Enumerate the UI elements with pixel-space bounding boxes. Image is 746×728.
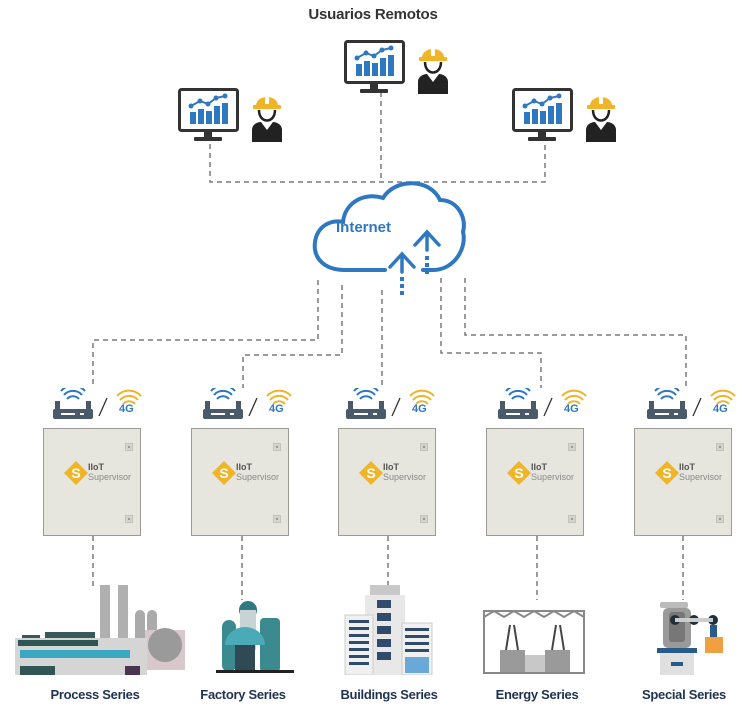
series-label-factory: Factory Series xyxy=(200,687,286,702)
iiot-supervisor-cabinet-process: IIoT Supervisor xyxy=(43,428,141,536)
users-bus-line xyxy=(209,135,546,183)
iiot-supervisor-cabinet-factory: IIoT Supervisor xyxy=(191,428,289,536)
monitor-chart-icon xyxy=(512,88,573,143)
monitor-chart-icon xyxy=(344,40,405,95)
line-special xyxy=(464,278,687,388)
line-energy xyxy=(440,278,542,388)
cellular-signal-icon xyxy=(710,389,736,405)
buildings-icon xyxy=(344,585,433,675)
remote-user-center xyxy=(344,40,450,95)
iiot-supervisor-cabinet-buildings: IIoT Supervisor xyxy=(338,428,436,536)
router-icon xyxy=(497,384,539,420)
router-icon xyxy=(52,384,94,420)
cellular-4g-label: 4G xyxy=(412,403,427,415)
iiot-supervisor-logo-icon xyxy=(655,461,679,485)
cellular-signal-icon xyxy=(561,389,587,405)
internet-label: Internet xyxy=(336,219,392,236)
cellular-signal-icon xyxy=(266,389,292,405)
iiot-supervisor-cabinet-special: IIoT Supervisor xyxy=(634,428,732,536)
iiot-supervisor-cabinet-energy: IIoT Supervisor xyxy=(486,428,584,536)
line-process xyxy=(92,280,319,388)
special-robot-icon xyxy=(657,602,723,675)
router-icon xyxy=(202,384,244,420)
monitor-chart-icon xyxy=(178,88,239,143)
router-icon xyxy=(646,384,688,420)
cellular-signal-icon xyxy=(116,389,142,405)
worker-icon xyxy=(416,45,450,95)
router-icon xyxy=(345,384,387,420)
iiot-supervisor-logo-icon xyxy=(507,461,531,485)
worker-icon xyxy=(250,93,284,143)
factory-tanks-icon xyxy=(216,601,294,673)
cellular-4g-label: 4G xyxy=(119,403,134,415)
diagram-title: Usuarios Remotos xyxy=(308,6,438,23)
connectivity-factory: 4G xyxy=(202,384,302,420)
connectivity-buildings: 4G xyxy=(345,384,445,420)
process-plant-icon xyxy=(15,585,185,675)
energy-substation-icon xyxy=(483,609,585,674)
iiot-supervisor-logo-icon xyxy=(212,461,236,485)
remote-user-right xyxy=(512,88,618,143)
series-label-process: Process Series xyxy=(50,687,140,702)
cellular-4g-label: 4G xyxy=(713,403,728,415)
connectivity-energy: 4G xyxy=(497,384,597,420)
connectivity-special: 4G xyxy=(646,384,746,420)
series-label-energy: Energy Series xyxy=(495,687,579,702)
remote-user-left xyxy=(178,88,284,143)
line-factory xyxy=(242,285,343,388)
iiot-supervisor-logo-icon xyxy=(64,461,88,485)
cellular-signal-icon xyxy=(409,389,435,405)
cellular-4g-label: 4G xyxy=(564,403,579,415)
worker-icon xyxy=(584,93,618,143)
series-label-special: Special Series xyxy=(642,687,726,702)
cellular-4g-label: 4G xyxy=(269,403,284,415)
connectivity-process: 4G xyxy=(52,384,152,420)
iiot-supervisor-logo-icon xyxy=(359,461,383,485)
series-label-buildings: Buildings Series xyxy=(340,687,438,702)
internet-cloud-icon xyxy=(312,181,466,295)
